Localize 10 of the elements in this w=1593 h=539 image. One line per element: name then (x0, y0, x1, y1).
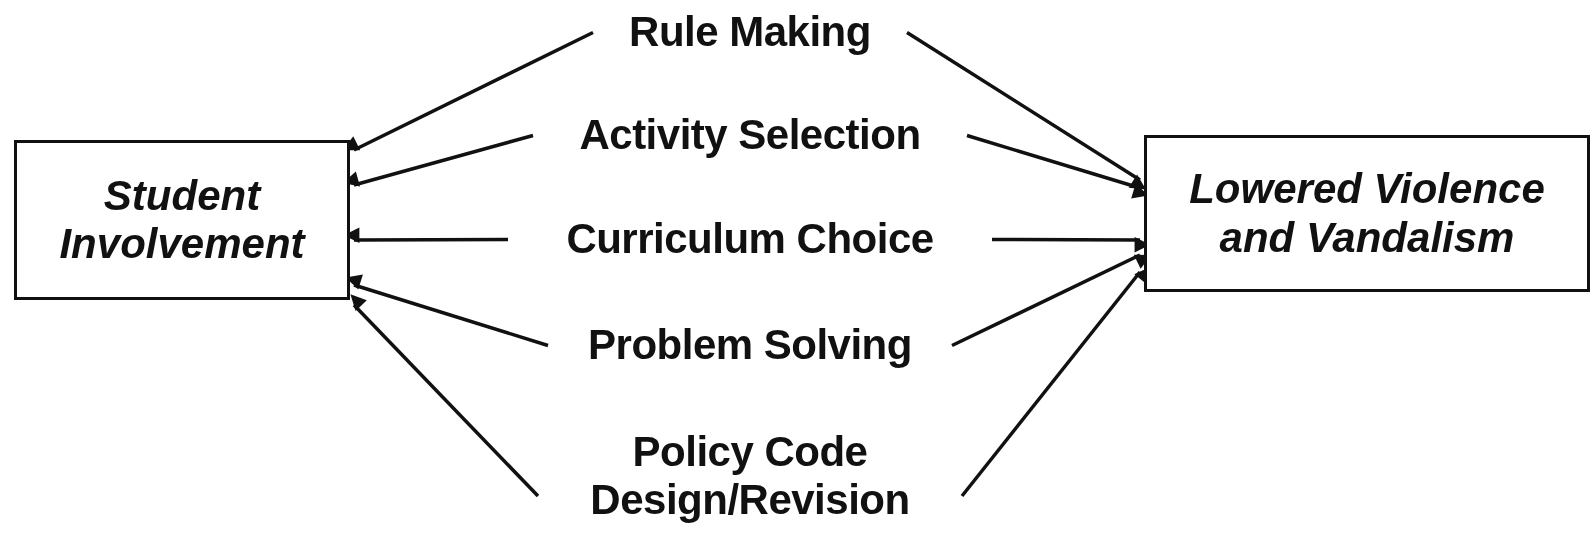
activity-label: Policy Code Design/Revision (589, 427, 911, 525)
arrow (350, 294, 540, 498)
activity-label: Curriculum Choice (566, 215, 934, 264)
outcome-box (14, 140, 350, 300)
activity-label: Activity Selection (579, 111, 921, 160)
activity-label: Rule Making (629, 8, 871, 57)
box-label: Lowered Violence and Vandalism (1188, 165, 1546, 262)
activity-label: Problem Solving (588, 321, 912, 370)
box-label: Student Involvement (58, 171, 307, 269)
outcome-box (1144, 135, 1590, 292)
